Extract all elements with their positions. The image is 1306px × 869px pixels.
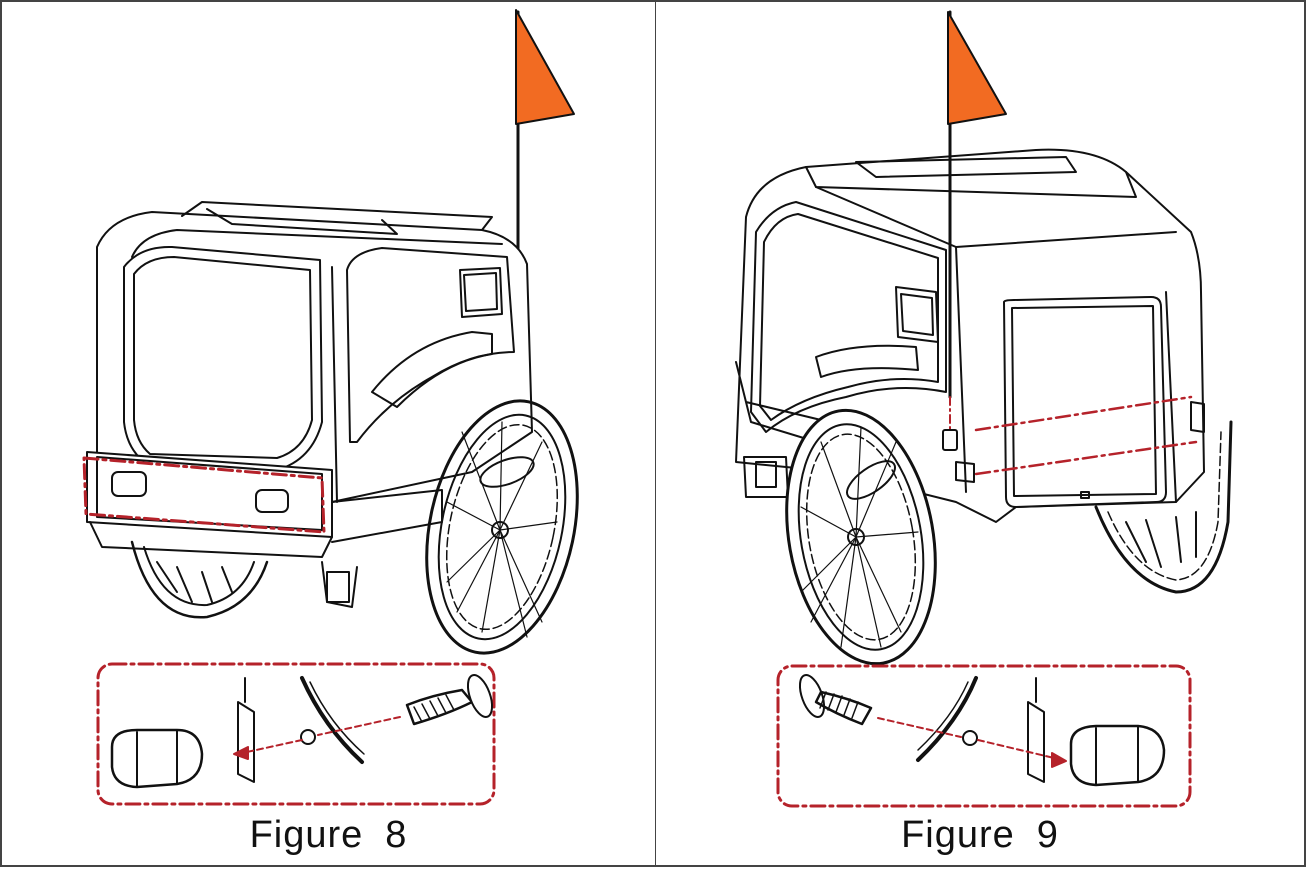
figure-8-number: 8 <box>385 814 408 856</box>
figure-9-panel: Figure 9 <box>655 0 1306 867</box>
figure-8-panel: Figure 8 <box>0 0 656 867</box>
safety-flag <box>942 10 1007 451</box>
figure-9-caption: Figure 9 <box>656 814 1304 857</box>
figure-9-detail-callout <box>776 664 1192 808</box>
left-wheel <box>130 540 269 619</box>
trailer-body <box>86 201 533 608</box>
figure-9-illustration <box>735 10 1233 808</box>
figure-8-label: Figure <box>249 814 364 856</box>
figure-9-number: 9 <box>1036 814 1059 856</box>
right-wheel <box>1094 420 1233 594</box>
figure-9-label: Figure <box>901 814 1015 856</box>
right-wheel <box>425 399 579 655</box>
figure-8-illustration <box>82 9 579 806</box>
figure-8-caption: Figure 8 <box>2 814 655 857</box>
left-wheel <box>785 408 937 666</box>
figure-8-detail-callout <box>96 662 496 806</box>
